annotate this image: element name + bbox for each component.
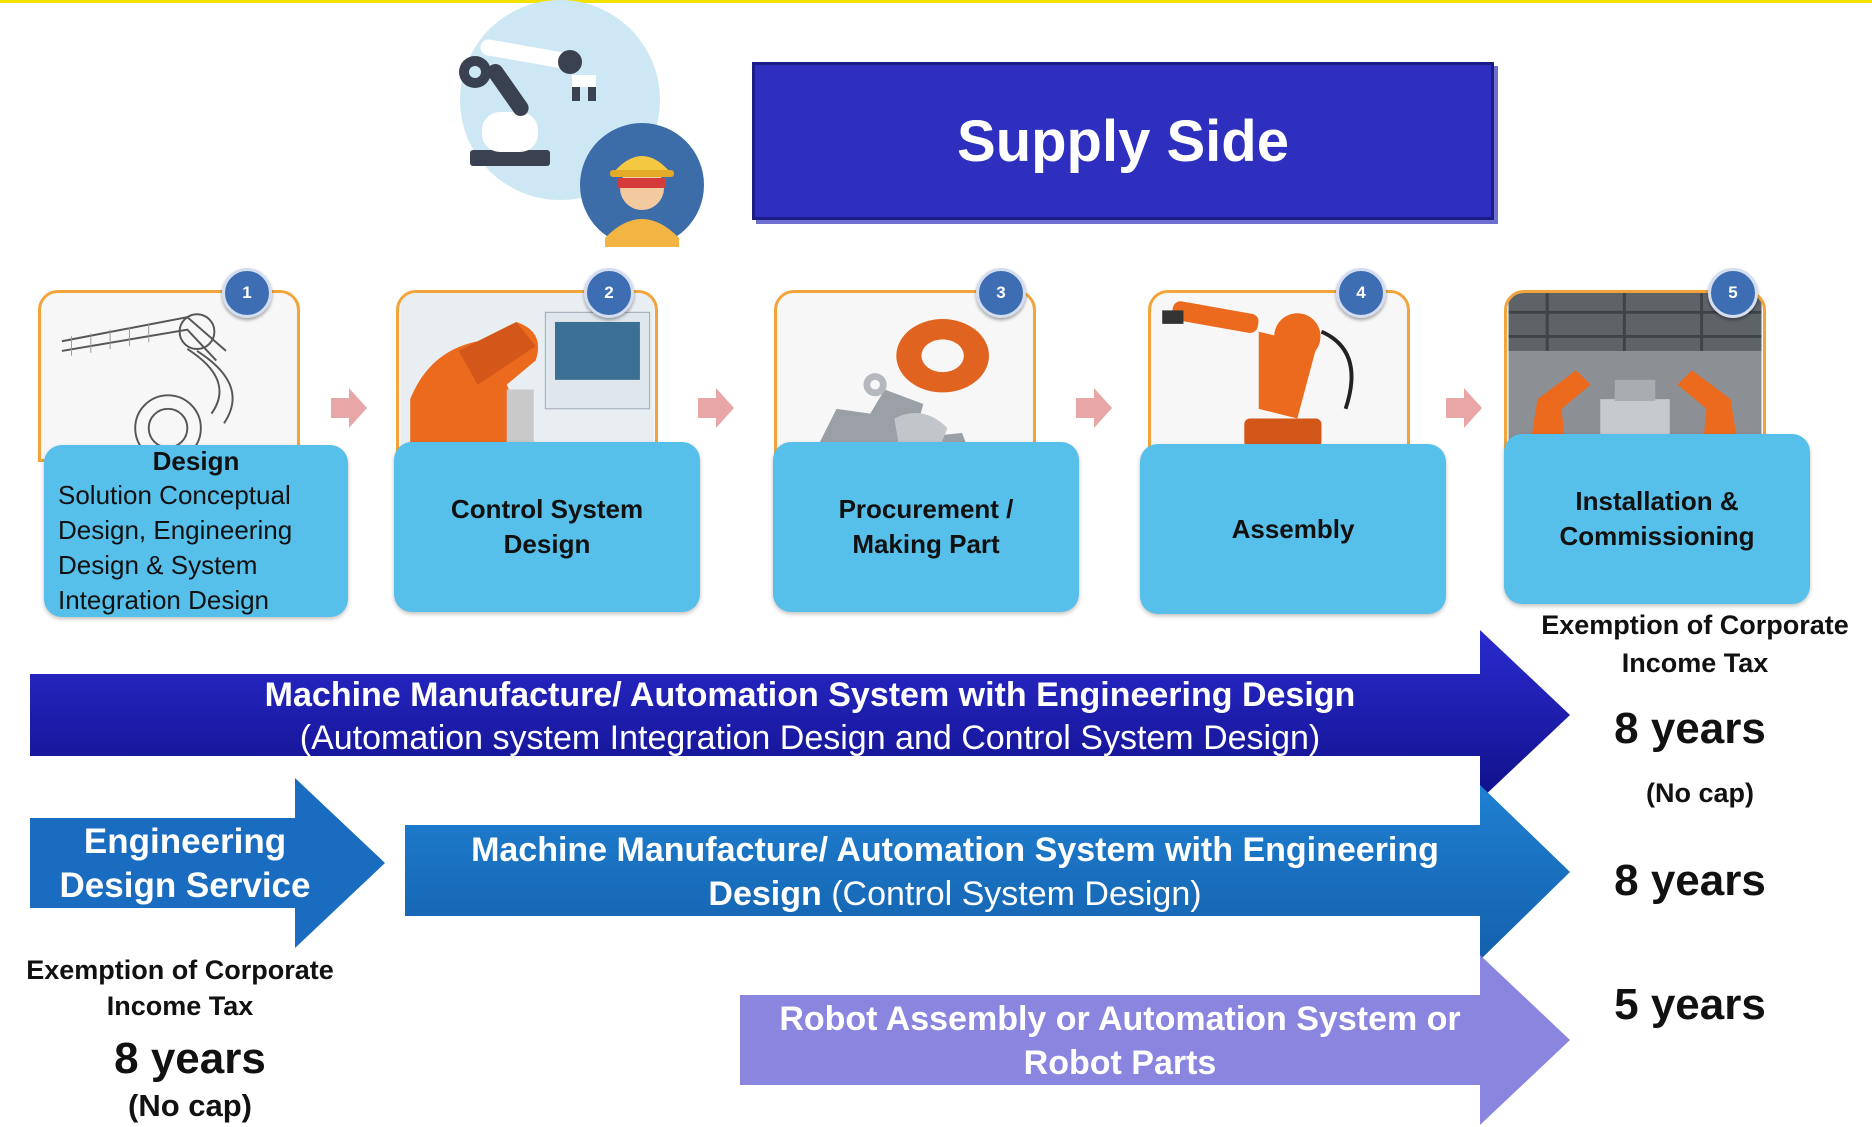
step-number-badge: 4 [1336, 268, 1386, 318]
years-robot: 5 years [1614, 980, 1766, 1029]
step-design: 1 Design Solution Conceptual Design, Eng… [30, 268, 348, 620]
control-arrow-subtitle: (Control System Design) [831, 875, 1202, 913]
step-label-box: Installation & Commissioning [1504, 434, 1810, 604]
step-number-badge: 2 [584, 268, 634, 318]
parts-image [774, 290, 1036, 462]
years-main: 8 years [1614, 704, 1766, 753]
robot-arm-image [1148, 290, 1410, 462]
step-title: Design [152, 445, 240, 476]
tax-exemption-heading-left: Exemption of Corporate Income Tax [26, 955, 334, 1021]
robot-assembly-arrow: Robot Assembly or Automation System or R… [740, 955, 1570, 1125]
control-system-image [396, 290, 658, 462]
step-title: Assembly [1231, 513, 1355, 544]
tax-exemption-heading-right: Exemption of Corporate Income Tax [1541, 610, 1849, 678]
flow-arrow-icon [1446, 388, 1482, 428]
step-label-box: Procurement / Making Part [773, 442, 1079, 612]
supply-side-title: Supply Side [957, 108, 1289, 174]
control-system-arrow: Machine Manufacture/ Automation System w… [405, 785, 1570, 960]
years-control: 8 years [1614, 856, 1766, 905]
flow-arrow-icon [698, 388, 734, 428]
main-arrow-subtitle: (Automation system Integration Design an… [299, 719, 1321, 757]
control-arrow-text: Machine Manufacture/ Automation System w… [425, 828, 1485, 916]
step-installation: 5 Installation & Commissioning [1496, 268, 1810, 620]
step-number-badge: 3 [976, 268, 1026, 318]
flow-arrow-icon [1076, 388, 1112, 428]
supply-side-banner: Supply Side [752, 62, 1494, 220]
step-description: Solution Conceptual Design, Engineering … [58, 479, 293, 615]
cap-main: (No cap) [1646, 778, 1754, 808]
engineering-service-arrow: Engineering Design Service [30, 778, 385, 948]
step-procurement: 3 Procurement / Making Part [766, 268, 1079, 620]
main-automation-arrow: Machine Manufacture/ Automation System w… [30, 630, 1570, 800]
robot-assembly-label: Robot Assembly or Automation System or R… [779, 1000, 1461, 1082]
step-title: Installation & Commissioning [1559, 486, 1755, 551]
years-left: 8 years [114, 1034, 266, 1083]
step-number-badge: 5 [1708, 268, 1758, 318]
step-title: Control System Design [450, 494, 644, 559]
step-number-badge: 1 [222, 268, 272, 318]
design-image [38, 290, 300, 462]
engineering-service-label: Engineering Design Service [59, 822, 311, 905]
step-assembly: 4 Assembly [1140, 268, 1446, 620]
step-label-box: Assembly [1140, 444, 1446, 614]
top-border-line [0, 0, 1872, 3]
flow-arrow-icon [331, 388, 367, 428]
factory-line-image [1504, 290, 1766, 462]
main-arrow-title: Machine Manufacture/ Automation System w… [264, 676, 1356, 714]
robot-engineer-illustration [400, 0, 730, 250]
step-label-box: Control System Design [394, 442, 700, 612]
step-label-box: Design Solution Conceptual Design, Engin… [44, 445, 348, 617]
cap-left: (No cap) [128, 1088, 252, 1123]
step-title: Procurement / Making Part [838, 494, 1014, 559]
control-arrow-title: Machine Manufacture/ Automation System w… [471, 831, 1439, 913]
step-control-system-design: 2 Control System Design [388, 268, 700, 620]
